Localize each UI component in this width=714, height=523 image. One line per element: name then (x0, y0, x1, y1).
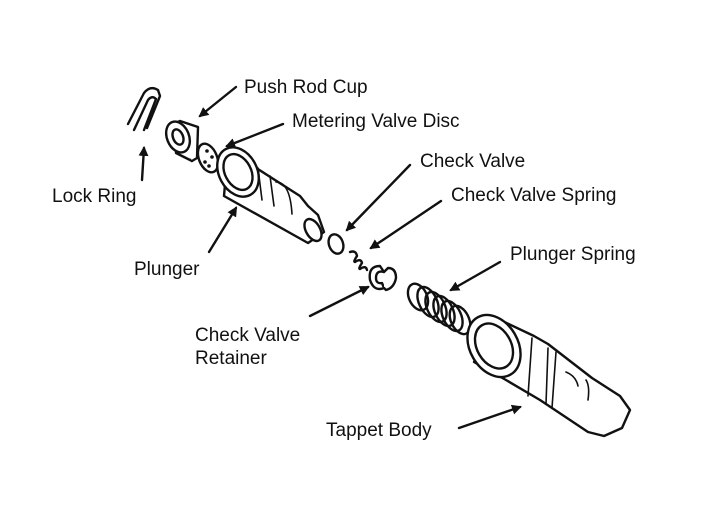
tappet-body-arrow (457, 404, 522, 430)
lock-ring-part (126, 86, 162, 132)
check-valve-spring-part (348, 250, 369, 272)
plunger-arrow (207, 206, 238, 254)
check-valve-part (327, 233, 345, 255)
check-valve-retainer-arrow (308, 285, 370, 318)
tappet-body-part (466, 313, 632, 438)
metering-valve-disc-arrow (225, 122, 285, 148)
check-valve-label: Check Valve (420, 151, 525, 172)
check-valve-retainer-part (368, 264, 398, 292)
check-valve-spring-label: Check Valve Spring (451, 185, 616, 206)
check-valve-retainer-label-line1: Check Valve (195, 325, 300, 346)
push-rod-cup-label: Push Rod Cup (244, 77, 368, 98)
check-valve-spring-arrow (369, 199, 443, 250)
metering-valve-disc-label: Metering Valve Disc (292, 111, 460, 132)
lock-ring-arrow (138, 146, 149, 182)
plunger-label: Plunger (134, 259, 200, 280)
labels: Push Rod Cup Metering Valve Disc Check V… (52, 77, 636, 441)
tappet-body-label: Tappet Body (326, 420, 432, 441)
check-valve-arrow (345, 163, 412, 232)
plunger-spring-label: Plunger Spring (510, 244, 636, 265)
lock-ring-label: Lock Ring (52, 186, 137, 207)
plunger-spring-part (406, 282, 472, 336)
push-rod-cup-arrow (198, 85, 238, 118)
check-valve-retainer-label-line2: Retainer (195, 348, 267, 369)
leader-arrows (138, 85, 522, 430)
plunger-part (216, 146, 326, 245)
plunger-spring-arrow (449, 260, 502, 292)
metering-valve-disc-part (196, 142, 220, 174)
push-rod-cup-part (164, 119, 200, 163)
